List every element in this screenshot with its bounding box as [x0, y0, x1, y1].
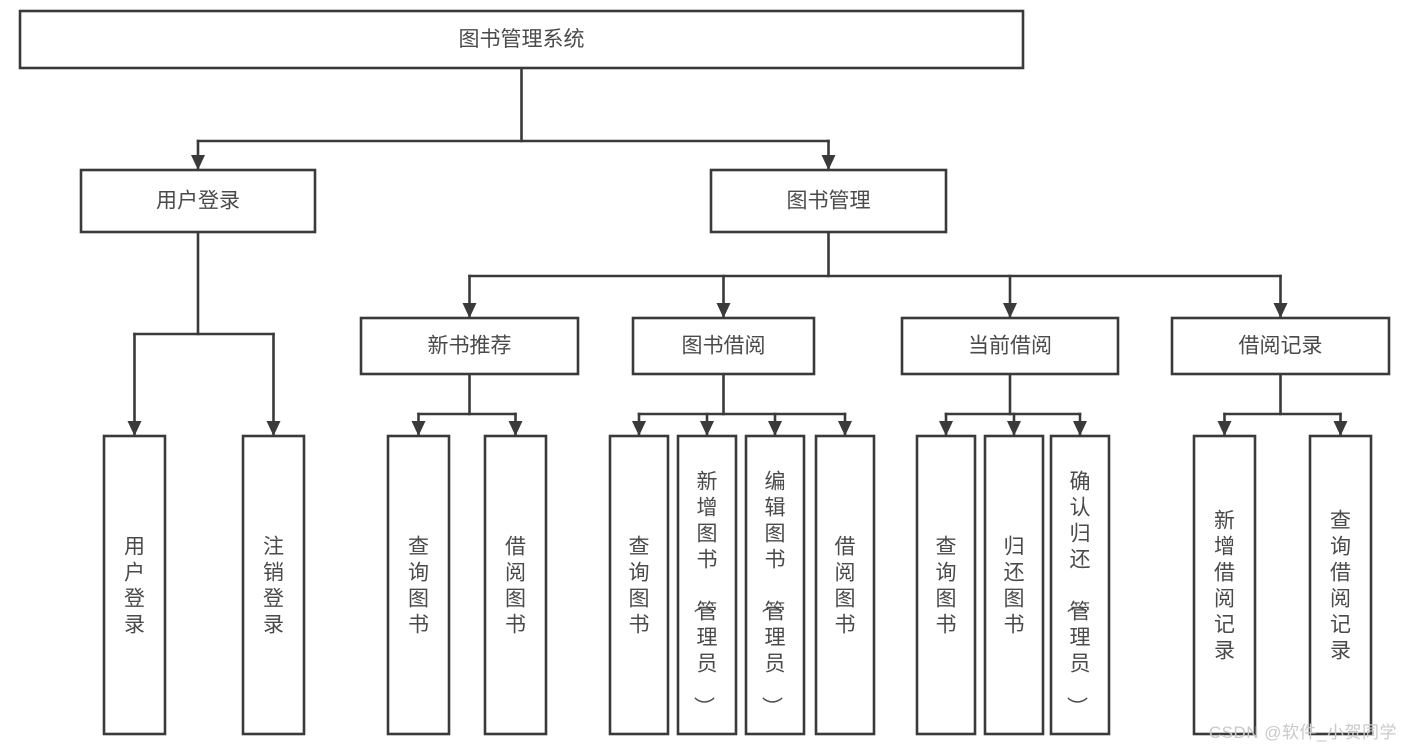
node-leaf-borrow-book-2[interactable]: 借阅图书: [814, 434, 876, 736]
leaf-label: 归还图书: [1004, 535, 1025, 636]
svg-text:借阅记录: 借阅记录: [1239, 335, 1323, 358]
leaf-label: 查询借阅记录: [1330, 509, 1351, 662]
leaf-label: 确认归还（管理员）: [1065, 470, 1091, 717]
svg-text:用户登录: 用户登录: [156, 190, 240, 213]
node-layer: 图书管理系统用户登录图书管理新书推荐图书借阅当前借阅借阅记录用户登录注销登录查询…: [18, 9, 1391, 736]
leaf-label: 新增借阅记录: [1214, 509, 1235, 662]
svg-text:图书管理: 图书管理: [787, 190, 871, 213]
leaf-label: 借阅图书: [505, 535, 526, 636]
leaf-label: 查询图书: [936, 535, 957, 636]
node-leaf-query-book-2[interactable]: 查询图书: [608, 434, 670, 736]
node-borrow-record[interactable]: 借阅记录: [1170, 316, 1391, 376]
node-leaf-add-book[interactable]: 新增图书（管理员）: [676, 434, 738, 736]
leaf-label: 查询图书: [629, 535, 650, 636]
node-leaf-query-record[interactable]: 查询借阅记录: [1308, 434, 1373, 736]
svg-text:图书管理系统: 图书管理系统: [459, 28, 585, 51]
leaf-label: 注销登录: [263, 535, 284, 636]
svg-text:当前借阅: 当前借阅: [968, 335, 1052, 358]
node-leaf-add-record[interactable]: 新增借阅记录: [1192, 434, 1257, 736]
node-leaf-user-login[interactable]: 用户登录: [102, 434, 167, 736]
node-leaf-borrow-book-1[interactable]: 借阅图书: [483, 434, 548, 736]
leaf-label: 编辑图书（管理员）: [760, 470, 786, 717]
csdn-watermark: CSDN @软件_小贺同学: [1208, 723, 1397, 742]
leaf-label: 新增图书（管理员）: [692, 470, 718, 717]
svg-text:图书借阅: 图书借阅: [682, 335, 766, 358]
node-current-borrow[interactable]: 当前借阅: [900, 316, 1120, 376]
node-leaf-query-book-3[interactable]: 查询图书: [915, 434, 977, 736]
node-root-root[interactable]: 图书管理系统: [18, 9, 1025, 70]
node-new-book-recommend[interactable]: 新书推荐: [359, 316, 580, 376]
leaf-label: 查询图书: [408, 535, 429, 636]
node-leaf-confirm-return[interactable]: 确认归还（管理员）: [1049, 434, 1111, 736]
node-leaf-user-logout[interactable]: 注销登录: [241, 434, 306, 736]
connector-layer: [127, 66, 1348, 436]
leaf-label: 借阅图书: [835, 535, 856, 636]
leaf-label: 用户登录: [124, 535, 145, 636]
node-user-login[interactable]: 用户登录: [79, 168, 317, 234]
node-book-manage[interactable]: 图书管理: [709, 168, 948, 234]
node-leaf-return-book[interactable]: 归还图书: [983, 434, 1045, 736]
node-book-borrow[interactable]: 图书借阅: [631, 316, 816, 376]
svg-text:新书推荐: 新书推荐: [428, 335, 512, 358]
node-leaf-query-book-1[interactable]: 查询图书: [386, 434, 451, 736]
node-leaf-edit-book[interactable]: 编辑图书（管理员）: [744, 434, 806, 736]
